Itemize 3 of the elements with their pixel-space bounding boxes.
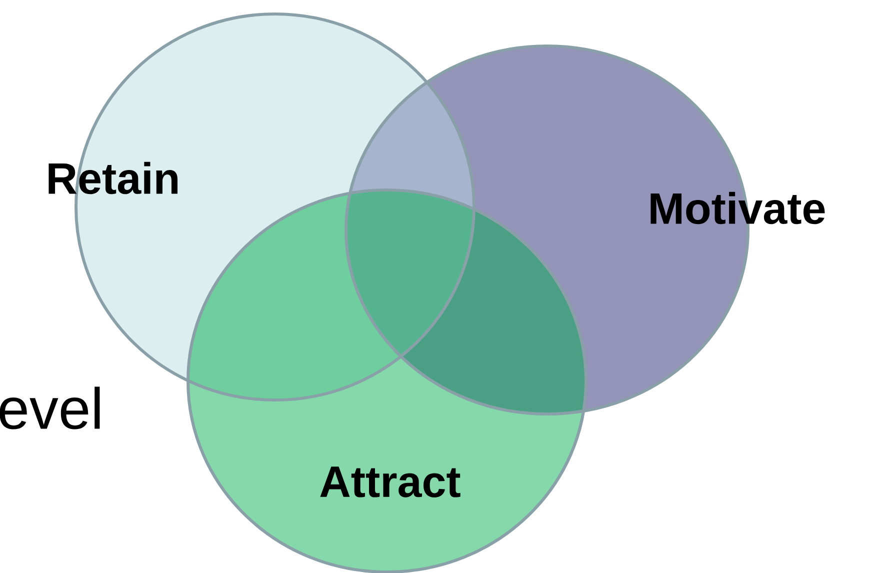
partial-word: evel	[0, 386, 100, 430]
circle-label: Retain	[48, 162, 178, 194]
circle-label: Attract	[320, 466, 460, 498]
